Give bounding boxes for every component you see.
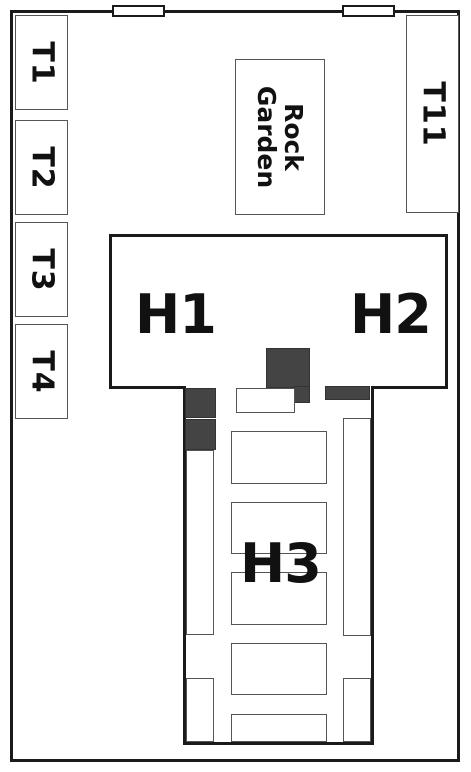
table-t11: T11: [406, 15, 459, 213]
bench-box: [236, 388, 295, 413]
bench-left-upper: [186, 450, 214, 635]
house-h2-label: H2: [350, 283, 432, 346]
table-t3-label: T3: [24, 247, 59, 292]
table-t1-label: T1: [24, 40, 59, 85]
entrance-left: [112, 5, 165, 17]
bench-right-upper: [343, 418, 371, 636]
entrance-right: [342, 5, 395, 17]
bench-right-lower: [343, 678, 371, 742]
table-t11-label: T11: [415, 81, 450, 147]
table-t2-label: T2: [24, 145, 59, 190]
shaded-block-left-1: [185, 388, 216, 418]
bed-4: [231, 643, 327, 695]
table-t1: T1: [15, 15, 68, 110]
shaded-block-left-2: [185, 419, 216, 450]
bed-3: [231, 572, 327, 625]
bed-1: [231, 431, 327, 484]
table-t4: T4: [15, 324, 68, 419]
shaded-block-center: [266, 348, 310, 388]
house-h3-label: H3: [240, 532, 322, 595]
rock-garden: Rock Garden: [235, 59, 325, 215]
table-t2: T2: [15, 120, 68, 215]
table-t3: T3: [15, 222, 68, 317]
bench-left-lower: [186, 678, 214, 742]
house-h1-label: H1: [135, 283, 217, 346]
table-t4-label: T4: [24, 349, 59, 394]
bed-5: [231, 714, 327, 742]
shaded-block-center-lower: [294, 386, 310, 403]
rock-garden-label: Rock Garden: [252, 85, 308, 189]
bed-2: [231, 502, 327, 554]
shaded-block-right: [325, 386, 370, 400]
